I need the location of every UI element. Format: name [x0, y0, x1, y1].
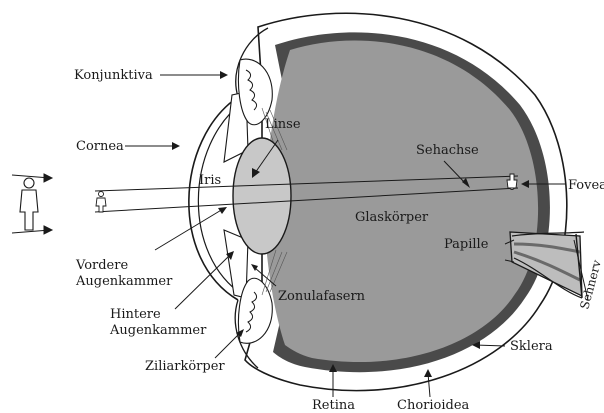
label-hintere-line2: Augenkammer [109, 323, 207, 338]
object-person-large [20, 178, 38, 230]
eyeball [245, 13, 584, 390]
label-fovea: Fovea [568, 178, 604, 193]
label-glaskoerper: Glaskörper [355, 210, 429, 225]
label-sehachse: Sehachse [416, 143, 479, 158]
label-chorioidea: Chorioidea [397, 398, 470, 413]
ray-bottom-arrowhead [44, 226, 52, 234]
label-konjunktiva: Konjunktiva [74, 68, 153, 83]
label-ziliarkoerper: Ziliarkörper [145, 359, 225, 374]
object-person-small [96, 192, 106, 213]
label-sklera: Sklera [510, 339, 553, 354]
arrow-cornea [172, 142, 180, 150]
label-vordere-line1: Vordere [75, 258, 128, 273]
ray-top-arrowhead [44, 174, 52, 182]
lens [233, 138, 291, 254]
label-cornea: Cornea [76, 139, 124, 154]
label-zonulafasern: Zonulafasern [278, 289, 366, 304]
leader-ziliar [215, 333, 240, 358]
arrow-vordere [218, 207, 227, 214]
label-retina: Retina [312, 398, 355, 413]
label-linse: Linse [265, 117, 301, 132]
label-vordere-line2: Augenkammer [75, 274, 173, 289]
label-papille: Papille [444, 237, 489, 252]
arrow-konjunktiva [220, 71, 228, 79]
label-iris: Iris [199, 173, 221, 188]
label-hintere-line1: Hintere [110, 307, 161, 322]
